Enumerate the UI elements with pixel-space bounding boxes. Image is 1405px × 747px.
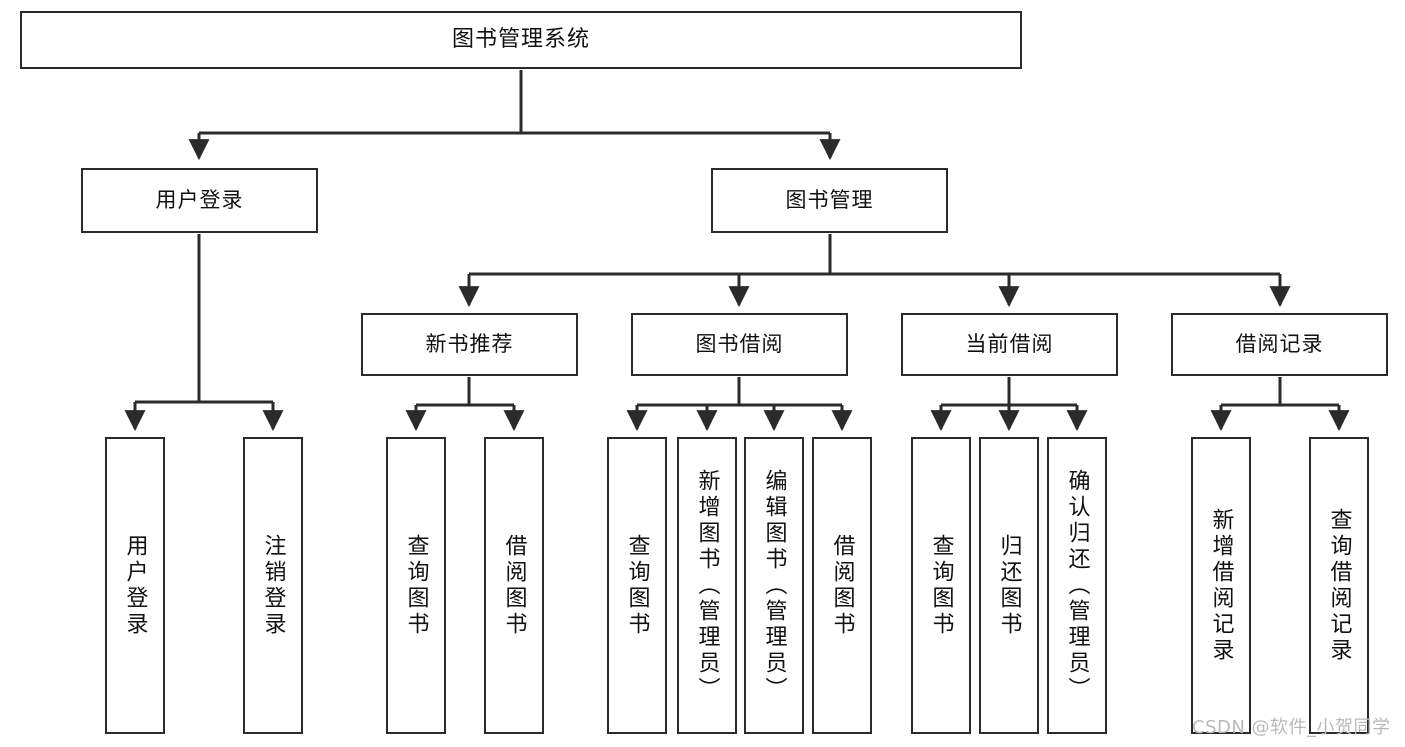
leaf-book-borrow-edit[interactable]: 编辑图书（管理员） xyxy=(744,437,804,734)
watermark-text: CSDN @软件_小贺同学 xyxy=(1192,717,1391,738)
node-book-management[interactable]: 图书管理 xyxy=(711,168,948,233)
leaf-book-borrow-borrow[interactable]: 借阅图书 xyxy=(812,437,872,734)
node-new-book-recommend[interactable]: 新书推荐 xyxy=(361,313,578,376)
leaf-book-borrow-add[interactable]: 新增图书（管理员） xyxy=(677,437,737,734)
leaf-borrow-record-add[interactable]: 新增借阅记录 xyxy=(1191,437,1251,734)
node-current-borrow[interactable]: 当前借阅 xyxy=(901,313,1118,376)
leaf-current-borrow-return[interactable]: 归还图书 xyxy=(979,437,1039,734)
leaf-new-book-query[interactable]: 查询图书 xyxy=(386,437,446,734)
leaf-current-borrow-query[interactable]: 查询图书 xyxy=(911,437,971,734)
leaf-new-book-borrow[interactable]: 借阅图书 xyxy=(484,437,544,734)
node-book-borrow[interactable]: 图书借阅 xyxy=(631,313,848,376)
leaf-borrow-record-query[interactable]: 查询借阅记录 xyxy=(1309,437,1369,734)
leaf-current-borrow-confirm-return[interactable]: 确认归还（管理员） xyxy=(1047,437,1107,734)
leaf-user-login-login[interactable]: 用户登录 xyxy=(105,437,165,734)
leaf-book-borrow-query[interactable]: 查询图书 xyxy=(607,437,667,734)
node-root-system[interactable]: 图书管理系统 xyxy=(20,11,1022,69)
leaf-user-login-logout[interactable]: 注销登录 xyxy=(243,437,303,734)
node-user-login[interactable]: 用户登录 xyxy=(81,168,318,233)
node-borrow-record[interactable]: 借阅记录 xyxy=(1171,313,1388,376)
